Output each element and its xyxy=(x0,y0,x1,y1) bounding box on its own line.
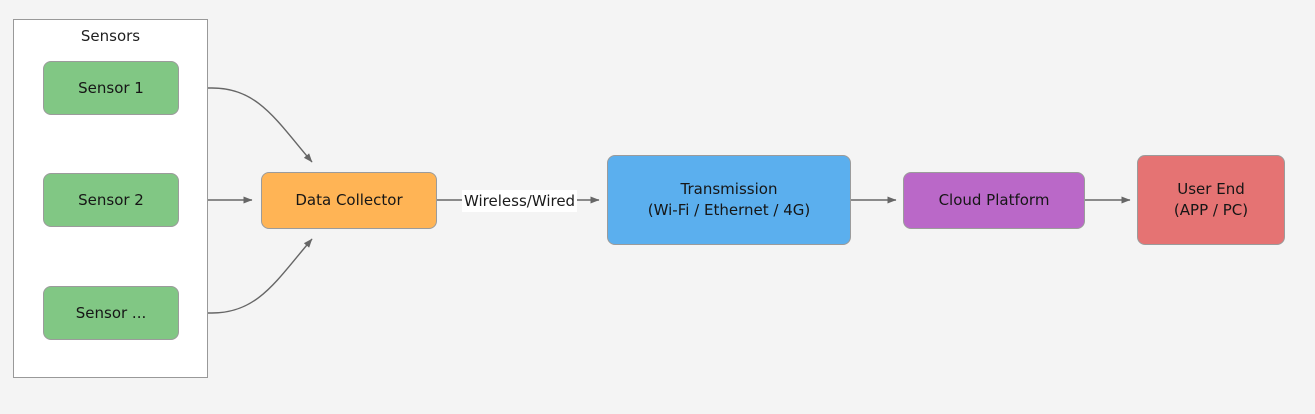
node-transmission-label-line2: (Wi-Fi / Ethernet / 4G) xyxy=(647,201,811,219)
node-data-collector[interactable]: Data Collector xyxy=(261,172,437,229)
node-sensor-n-label: Sensor ... xyxy=(75,303,147,322)
node-cloud-platform-label: Cloud Platform xyxy=(938,191,1050,209)
node-sensor-1[interactable]: Sensor 1 xyxy=(43,61,179,115)
node-sensor-n[interactable]: Sensor ... xyxy=(43,286,179,340)
node-transmission[interactable]: Transmission (Wi-Fi / Ethernet / 4G) xyxy=(607,155,851,245)
edge-label-wireless-wired: Wireless/Wired xyxy=(462,190,578,212)
node-sensor-2[interactable]: Sensor 2 xyxy=(43,173,179,227)
node-transmission-label-line1: Transmission xyxy=(680,180,778,198)
node-data-collector-label: Data Collector xyxy=(295,191,403,209)
node-user-end[interactable]: User End (APP / PC) xyxy=(1137,155,1285,245)
node-sensor-1-label: Sensor 1 xyxy=(78,78,144,97)
node-user-end-label-line1: User End xyxy=(1177,180,1245,198)
node-cloud-platform[interactable]: Cloud Platform xyxy=(903,172,1085,229)
node-sensor-2-label: Sensor 2 xyxy=(78,190,144,209)
edge-sensorn-collector xyxy=(181,238,313,314)
node-user-end-label-line2: (APP / PC) xyxy=(1173,201,1249,219)
subgraph-sensors-title: Sensors xyxy=(80,27,141,45)
edge-sensor1-collector xyxy=(181,87,313,163)
